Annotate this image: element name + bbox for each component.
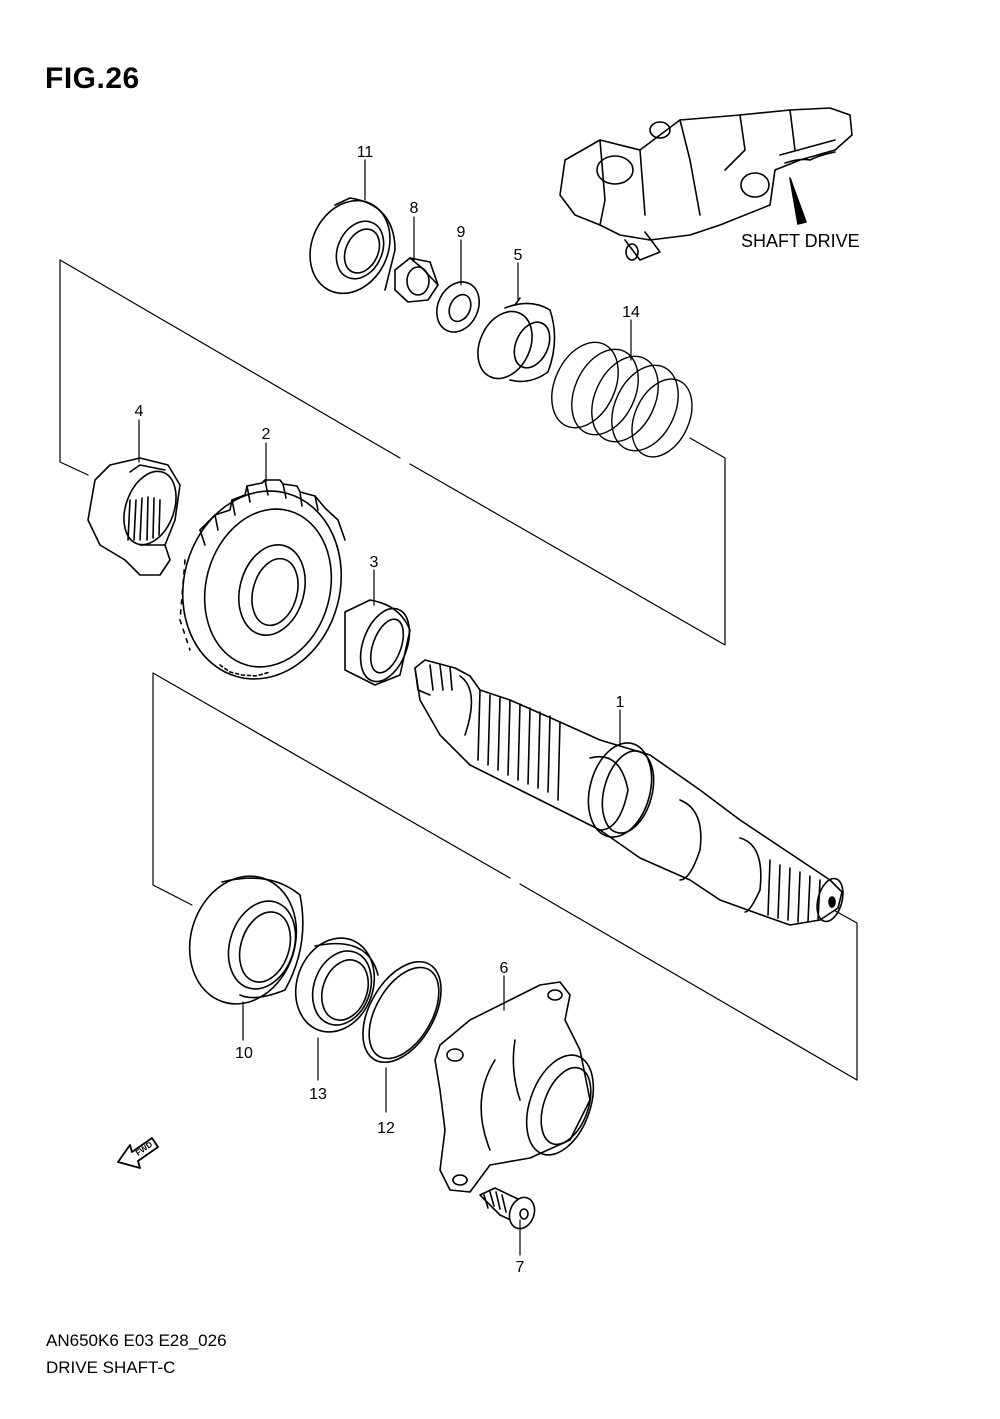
ref-label-11: 11 — [357, 144, 374, 161]
part-9-washer — [436, 281, 480, 333]
leader-lines — [138, 159, 632, 1256]
diagram-name: DRIVE SHAFT-C — [46, 1358, 176, 1377]
part-3-bushing — [344, 599, 411, 686]
inset-label: SHAFT DRIVE — [741, 231, 860, 251]
ref-label-4: 4 — [135, 403, 144, 420]
ref-label-9: 9 — [457, 224, 466, 241]
ref-label-3: 3 — [370, 554, 379, 571]
part-5-spring-retainer — [477, 297, 556, 383]
ref-label-8: 8 — [410, 200, 419, 217]
part-2-driven-gear — [179, 479, 346, 680]
ref-label-12: 12 — [377, 1120, 395, 1137]
ref-label-10: 10 — [235, 1045, 253, 1062]
part-10-bearing — [188, 875, 304, 1005]
ref-label-6: 6 — [500, 960, 509, 977]
part-14-spring — [551, 341, 693, 458]
ref-label-14: 14 — [622, 304, 640, 321]
group-outline-lower — [152, 672, 858, 1081]
part-7-bolt — [479, 1187, 536, 1230]
part-1-drive-shaft — [414, 659, 844, 926]
ref-label-2: 2 — [262, 426, 271, 443]
ref-label-1: 1 — [616, 694, 625, 711]
diagram-code: AN650K6 E03 E28_026 — [46, 1331, 227, 1350]
group-outline-upper — [59, 259, 726, 646]
ref-label-5: 5 — [514, 247, 523, 264]
figure-title: FIG.26 — [45, 62, 140, 95]
part-6-bearing-housing — [434, 981, 595, 1193]
part-11-oil-seal — [309, 197, 396, 295]
ref-label-13: 13 — [309, 1086, 327, 1103]
fwd-arrow-icon: FWD — [117, 1137, 159, 1169]
engine-inset-illustration — [559, 107, 853, 261]
part-13-oil-seal — [294, 937, 379, 1033]
part-4-dog-clutch — [87, 457, 181, 576]
part-ref-labels: 11 8 9 5 14 4 2 3 1 6 7 10 13 12 — [135, 144, 640, 1276]
part-8-nut — [394, 257, 439, 303]
ref-label-7: 7 — [516, 1259, 525, 1276]
part-12-o-ring — [362, 960, 442, 1064]
